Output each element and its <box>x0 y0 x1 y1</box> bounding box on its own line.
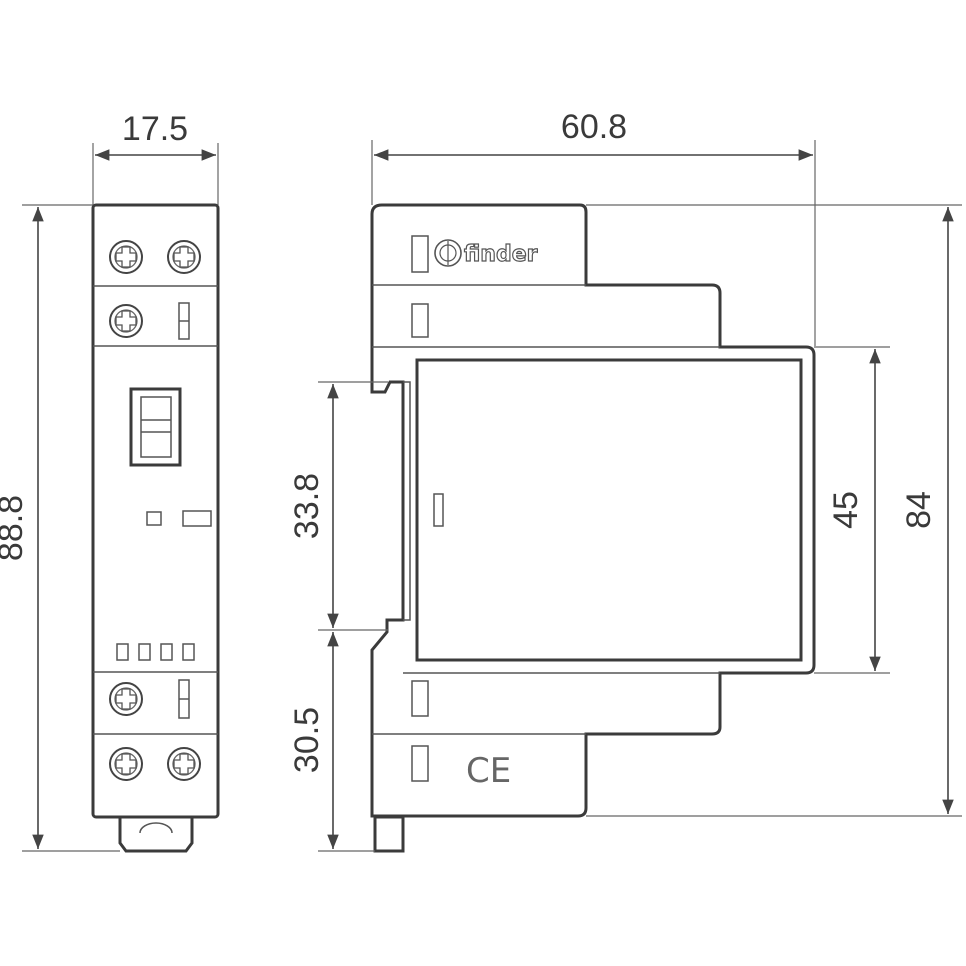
side-front-label: 45 <box>827 491 865 529</box>
front-view: 17.5 88.8 <box>0 110 220 853</box>
din-clip <box>118 817 194 853</box>
ce-mark: CE <box>466 751 511 791</box>
side-depth-label: 60.8 <box>561 108 627 146</box>
led-indicator <box>146 511 162 526</box>
front-height-label: 88.8 <box>0 495 30 561</box>
selector-switch <box>182 510 212 527</box>
front-housing <box>91 203 220 819</box>
indicator-window <box>129 387 182 467</box>
front-cover <box>415 358 803 662</box>
side-total-label: 84 <box>900 491 938 529</box>
terminal-screw-icon <box>109 747 143 781</box>
front-width-label: 17.5 <box>122 110 188 148</box>
side-view: 60.8 finder CE 33.8 <box>288 108 962 853</box>
brand-name: finder <box>464 242 538 267</box>
terminal-screw-icon <box>109 304 143 338</box>
terminal-screw-icon <box>167 747 201 781</box>
finder-logo: finder <box>434 239 538 268</box>
din-clip-tab <box>373 815 405 853</box>
side-bottom-label: 30.5 <box>288 707 326 773</box>
terminal-screw-icon <box>167 240 201 274</box>
cover-slot <box>433 493 444 527</box>
terminal-screw-icon <box>109 240 143 274</box>
terminal-screw-icon <box>109 682 143 716</box>
side-housing <box>370 203 816 818</box>
side-lower-label: 33.8 <box>288 473 326 539</box>
